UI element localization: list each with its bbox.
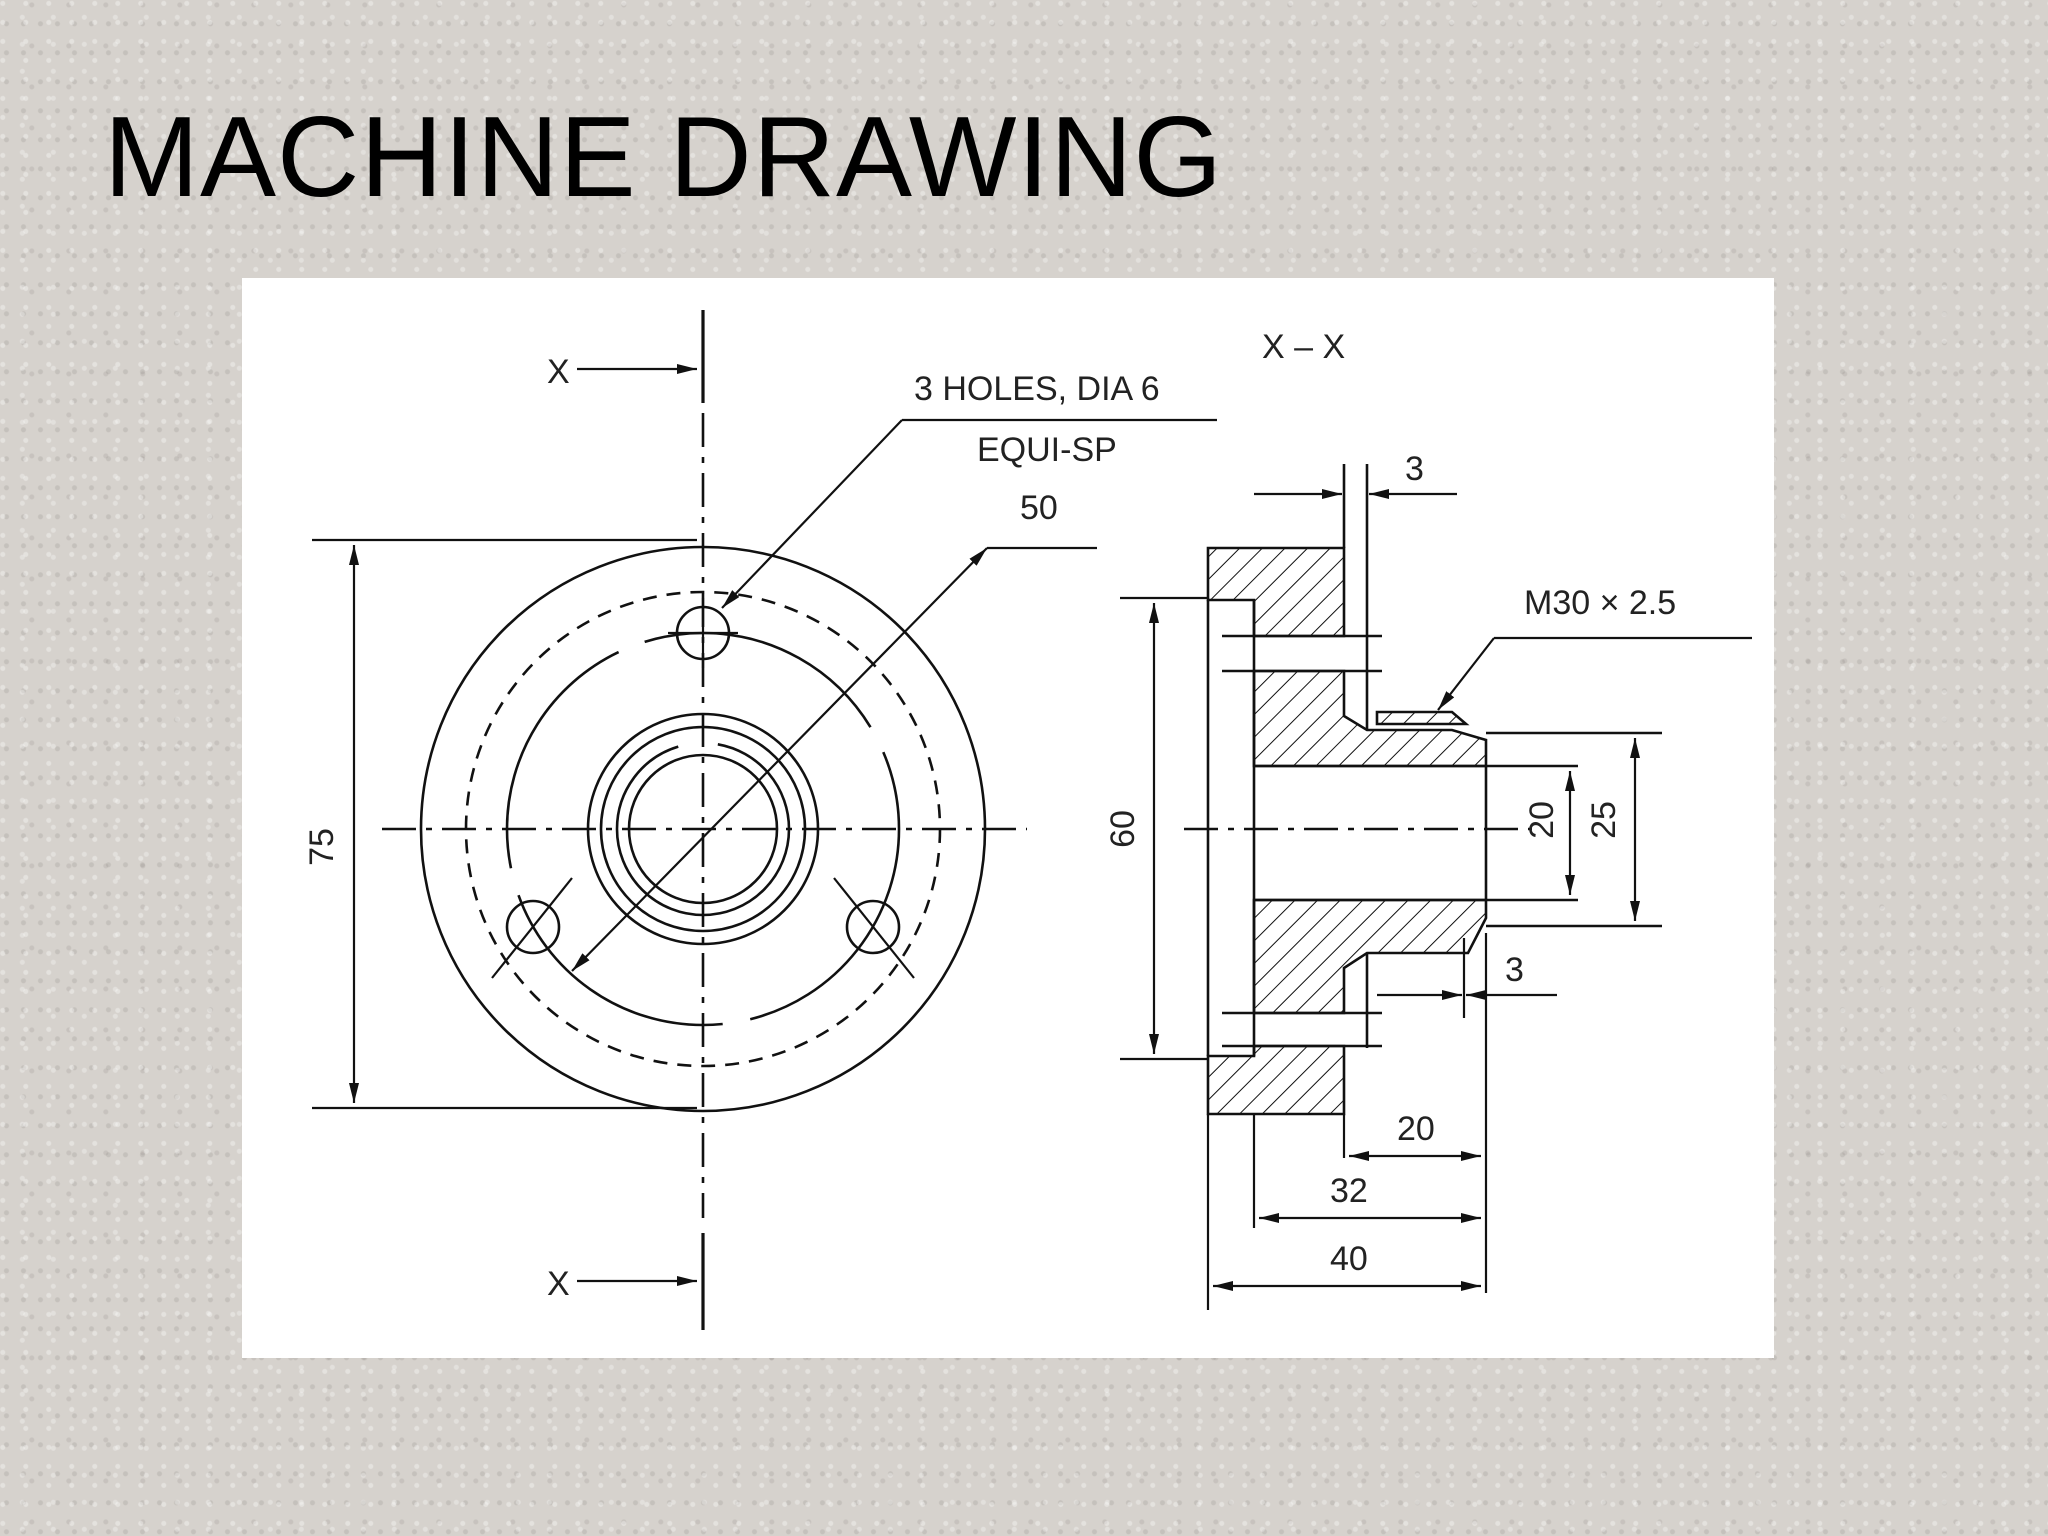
section-marker-top: X — [547, 353, 570, 391]
section-view-title: X – X — [1262, 328, 1345, 366]
holes-note-line2: EQUI-SP — [977, 431, 1117, 469]
drawing-panel: X X 3 HOLES, DIA 6 EQUI-SP — [242, 278, 1774, 1358]
section-marker-bottom: X — [547, 1265, 570, 1303]
section-view: X – X — [1104, 328, 1752, 1310]
pcd-dimension-line — [571, 547, 988, 972]
flange-bottom-section — [1206, 1044, 1346, 1116]
slide-title: MACHINE DRAWING — [104, 94, 1224, 221]
flange-thk-value: 3 — [1405, 450, 1424, 488]
hub-length-value: 20 — [1397, 1110, 1435, 1148]
pcd-dimension-value: 50 — [1020, 489, 1058, 527]
front-view: X X 3 HOLES, DIA 6 EQUI-SP — [303, 310, 1217, 1330]
holes-note-line1: 3 HOLES, DIA 6 — [914, 370, 1160, 408]
bolt-hole-left-axis — [491, 877, 573, 979]
neck-dimension-value: 3 — [1505, 951, 1524, 989]
thread-upper-band — [1375, 710, 1470, 726]
outer-dia-dimension-value: 75 — [303, 828, 341, 866]
recess-dimension-value: 60 — [1104, 810, 1142, 848]
bolt-hole-left — [505, 899, 561, 955]
body-length-value: 32 — [1330, 1172, 1368, 1210]
total-length-value: 40 — [1330, 1240, 1368, 1278]
thread-note: M30 × 2.5 — [1524, 584, 1676, 622]
machine-drawing: X X 3 HOLES, DIA 6 EQUI-SP — [303, 310, 1752, 1330]
holes-note-leader — [721, 419, 903, 609]
hub-bore-dimension-value: 25 — [1585, 801, 1623, 839]
flange-top-section — [1206, 546, 1346, 638]
section-hatching — [1206, 546, 1488, 1116]
bore-dimension-value: 20 — [1523, 801, 1561, 839]
thread-note-leader — [1437, 637, 1495, 711]
